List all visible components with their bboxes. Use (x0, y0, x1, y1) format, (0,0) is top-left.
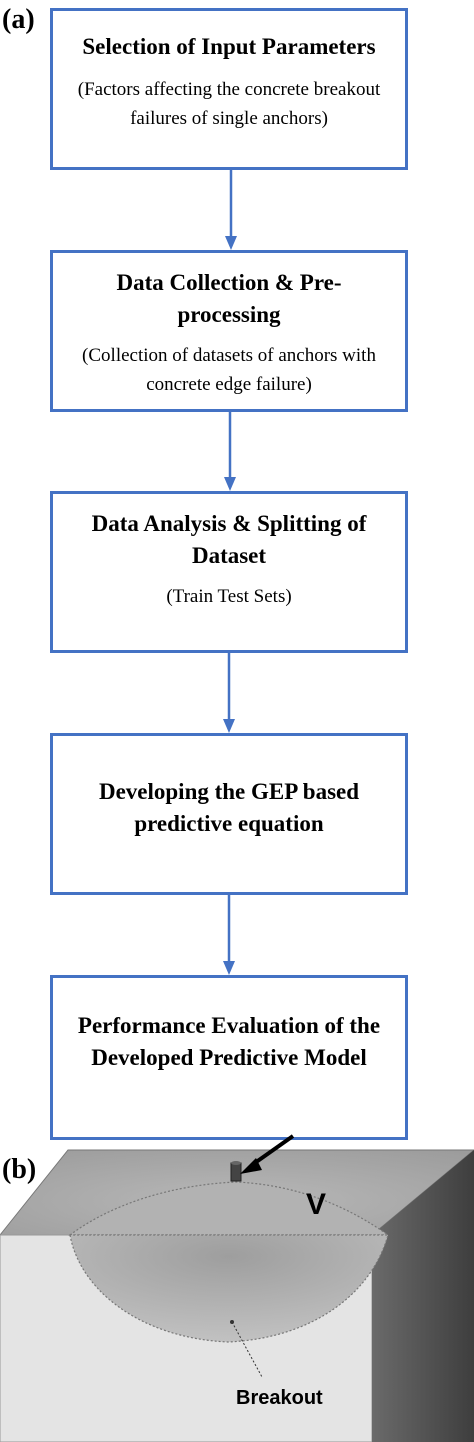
step-2-box: Data Collection & Pre-processing (Collec… (50, 250, 408, 412)
panel-b-label: (b) (2, 1154, 37, 1185)
breakout-point (230, 1320, 234, 1324)
step-2-subtitle: (Collection of datasets of anchors with … (82, 345, 376, 395)
arrow-1-2-head (225, 236, 237, 250)
breakout-label: Breakout (236, 1387, 323, 1409)
anchor-bolt (230, 1162, 242, 1182)
shear-force-label: V (306, 1188, 326, 1221)
breakout-cone-front (69, 1234, 389, 1343)
panel-a-label: (a) (2, 4, 35, 35)
breakout-cone-top (68, 1181, 390, 1236)
shear-force-arrow-shaft (250, 1134, 295, 1167)
block-side-face (372, 1150, 474, 1442)
anchor-bolt-head (231, 1161, 241, 1165)
step-1-box: Selection of Input Parameters (Factors a… (50, 8, 408, 170)
step-4-title: Developing the GEP based predictive equa… (98, 779, 360, 836)
step-1-subtitle: (Factors affecting the concrete breakout… (77, 79, 381, 129)
arrow-3-4-head (223, 719, 235, 733)
arrow-2-3-head (224, 477, 236, 491)
anchor-breakout-illustration: V Breakout (0, 1134, 474, 1442)
step-3-title: Data Analysis & Splitting of Dataset (91, 511, 367, 568)
step-1-title: Selection of Input Parameters (82, 34, 376, 59)
arrow-4-5-head (223, 961, 235, 975)
step-3-box: Data Analysis & Splitting of Dataset (Tr… (50, 491, 408, 653)
breakout-leader-line (231, 1321, 263, 1378)
shear-force-arrow-head (240, 1158, 262, 1174)
step-3-subtitle: (Train Test Sets) (166, 586, 292, 607)
flow-connectors (223, 170, 237, 975)
step-5-box: Performance Evaluation of the Developed … (50, 975, 408, 1140)
step-2-title: Data Collection & Pre-processing (116, 270, 342, 327)
step-5-title: Performance Evaluation of the Developed … (77, 1013, 381, 1070)
step-4-box: Developing the GEP based predictive equa… (50, 733, 408, 895)
